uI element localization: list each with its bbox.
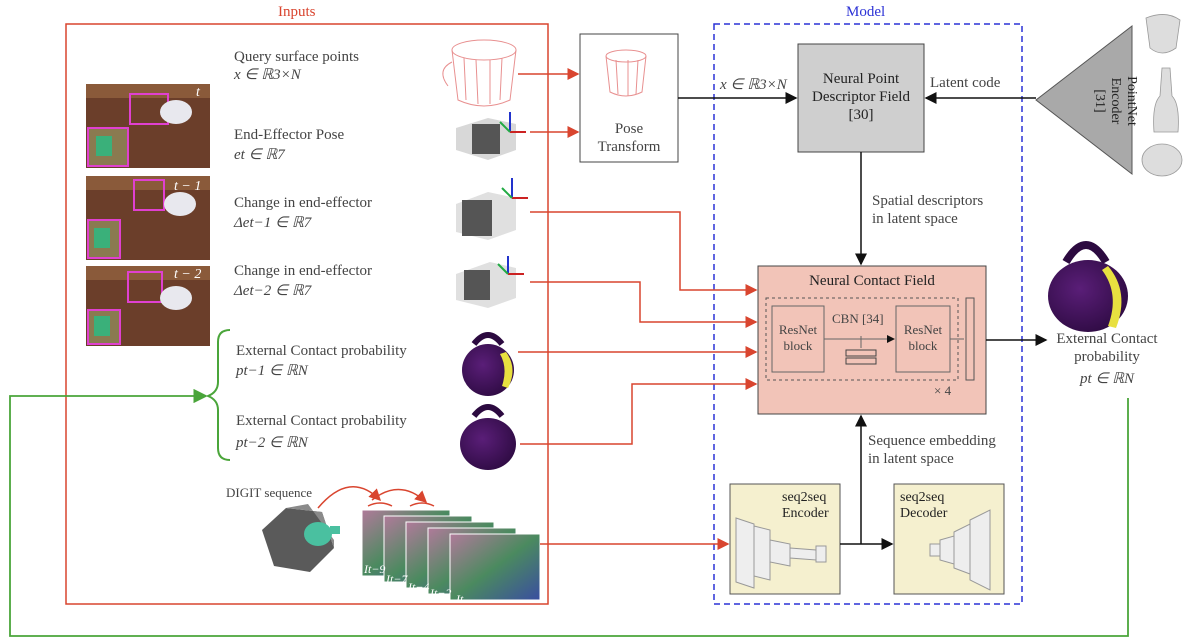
frame-thumbnail-t-1 — [86, 176, 210, 260]
delta2-label: Change in end-effector — [234, 263, 372, 279]
end-effector-image-2 — [456, 178, 528, 240]
prob1-math: pt−1 ∈ ℝN — [236, 363, 308, 379]
pointnet-object-mug-image — [1145, 14, 1181, 54]
npdf-label: Neural Point Descriptor Field [30] — [812, 71, 910, 123]
pose-transform-mug-image — [605, 49, 647, 97]
delta1-label: Change in end-effector — [234, 195, 372, 211]
ee-pose-label: End-Effector Pose — [234, 127, 345, 143]
query-points-label: Query surface points — [234, 49, 359, 65]
query-points-math: x ∈ ℝ3×N — [234, 67, 301, 83]
pointnet-encoder-shape — [1035, 24, 1133, 176]
digit-sequence-label: DIGIT sequence — [226, 485, 313, 500]
brace-upper — [205, 329, 231, 411]
prob1-label: External Contact probability — [236, 343, 407, 359]
frame-label-t-1: t − 1 — [174, 179, 202, 194]
inputs-title: Inputs — [278, 4, 316, 20]
digit-curve-arrow-1 — [317, 486, 382, 509]
digit-brace-2 — [409, 502, 435, 507]
spatial-descriptors-label: Spatial descriptors in latent space — [872, 193, 984, 227]
cbn-icon — [845, 349, 877, 365]
output-label: External Contact probability — [1056, 331, 1158, 365]
output-contact-mug-image — [1048, 241, 1128, 332]
latent-code-label: Latent code — [930, 75, 1001, 91]
ncf-title: Neural Contact Field — [809, 273, 935, 289]
frame-thumbnail-t — [86, 84, 210, 168]
digit-frames-stack — [361, 509, 541, 601]
delta2-math: Δet−2 ∈ ℝ7 — [234, 283, 312, 299]
prob2-math: pt−2 ∈ ℝN — [236, 435, 308, 451]
pointnet-object-bottle-image — [1153, 67, 1179, 133]
feedback-loop-arrow — [9, 388, 1129, 637]
frame-thumbnail-t-2 — [86, 266, 210, 346]
ncf-box — [757, 265, 987, 415]
point-cloud-mug-image — [442, 39, 517, 107]
end-effector-image-1 — [456, 112, 526, 160]
seq2seq-decoder-label: seq2seq Decoder — [900, 490, 948, 521]
digit-frame-label-5: It — [456, 592, 464, 606]
npdf-box — [797, 43, 925, 153]
arrow-prob2-to-ncf — [520, 378, 758, 445]
resnet-block-1-label: ResNet block — [778, 322, 818, 353]
sequence-embedding-label: Sequence embedding in latent space — [868, 433, 996, 467]
arrow-x-label: x ∈ ℝ3×N — [720, 77, 787, 93]
pointnet-object-bowl-image — [1141, 143, 1183, 177]
model-title: Model — [846, 4, 886, 20]
ncf-inner-dotted-box — [765, 297, 959, 381]
brace-lower — [217, 410, 231, 461]
seq2seq-encoder-label: seq2seq Encoder — [782, 490, 829, 521]
inputs-panel — [65, 23, 549, 605]
output-math: pt ∈ ℝN — [1079, 371, 1135, 387]
ncf-output-bar — [965, 297, 975, 381]
end-effector-image-3 — [456, 256, 524, 308]
digit-curve-arrow-2 — [371, 488, 428, 504]
arrow-delta1-to-ncf — [530, 211, 758, 296]
contact-mug-image-1 — [462, 332, 514, 396]
resnet-block-2-label: ResNet block — [903, 322, 943, 353]
digit-frame-label-4: It−2 — [430, 586, 452, 600]
cbn-label: CBN [34] — [832, 311, 884, 326]
digit-sensor-image — [262, 504, 340, 572]
digit-frame-label-3: It−4 — [408, 580, 430, 594]
frame-label-t-2: t − 2 — [174, 267, 202, 282]
model-panel — [713, 23, 1023, 605]
delta1-math: Δet−1 ∈ ℝ7 — [234, 215, 312, 231]
digit-brace-1 — [367, 502, 393, 507]
ee-pose-math: et ∈ ℝ7 — [234, 147, 285, 163]
digit-frame-label-1: It−9 — [364, 562, 386, 576]
encoder-net-image — [735, 517, 827, 589]
prob2-label: External Contact probability — [236, 413, 407, 429]
pointnet-label: PointNet Encoder [31] — [1092, 76, 1139, 126]
arrow-delta2-to-ncf — [530, 281, 758, 328]
frame-label-t: t — [196, 85, 200, 100]
digit-frame-label-2: It−7 — [386, 572, 408, 586]
repeat-label: × 4 — [934, 383, 952, 398]
decoder-net-image — [929, 509, 991, 591]
contact-mug-image-2 — [460, 404, 516, 470]
pose-transform-label: Pose Transform — [597, 121, 661, 155]
pose-transform-box — [579, 33, 679, 163]
